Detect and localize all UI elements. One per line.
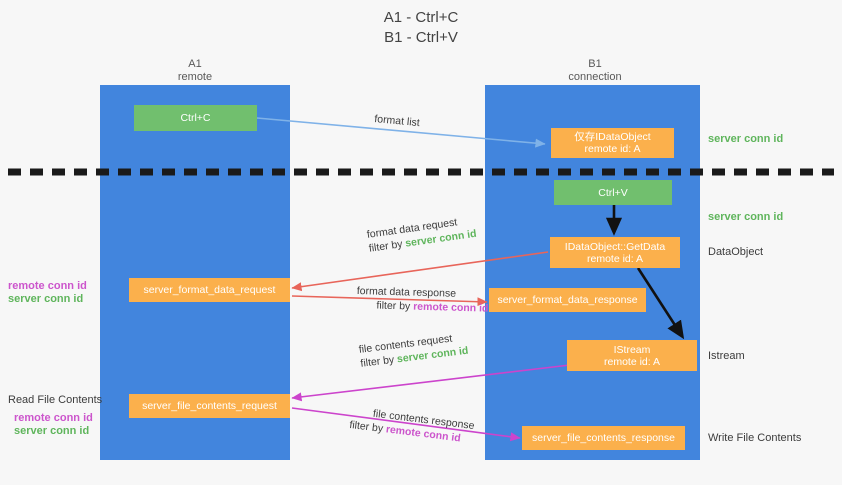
box-server-format-data-response[interactable]: server_format_data_response xyxy=(489,288,646,312)
edge-label-file-contents-response: file contents response filter by remote … xyxy=(349,404,476,447)
box-idataobject-sublabel: remote id: A xyxy=(584,143,641,155)
note-istream: Istream xyxy=(708,350,745,362)
edge-label-format-data-response-filter: filter by remote conn id xyxy=(376,299,489,315)
box-idataobject-getdata-label: IDataObject::GetData xyxy=(564,240,666,253)
left-note-remote-conn-id-2: remote conn id xyxy=(14,412,93,424)
box-server-file-contents-request-label: server_file_contents_request xyxy=(142,400,277,412)
box-idataobject-label: 仅存IDataObject xyxy=(574,131,651,143)
box-server-file-contents-response-label: server_file_contents_response xyxy=(531,432,675,444)
edge-label-format-data-response: format data response filter by remote co… xyxy=(356,284,489,316)
box-istream-sublabel: remote id: A xyxy=(603,355,661,368)
note-write-file-contents: Write File Contents xyxy=(708,432,802,444)
left-note-remote-conn-id-1: remote conn id xyxy=(8,280,87,292)
left-note-read-file-contents: Read File Contents xyxy=(8,394,103,406)
note-server-conn-id-1: server conn id xyxy=(708,133,784,145)
box-ctrl-v[interactable]: Ctrl+V xyxy=(554,180,672,205)
lane-a1-subtitle: remote xyxy=(177,71,213,83)
lane-a1-title: A1 xyxy=(188,58,202,70)
lane-b1-title: B1 xyxy=(588,58,602,70)
box-server-file-contents-request[interactable]: server_file_contents_request xyxy=(129,394,290,418)
edge-label-file-contents-request: file contents request filter by server c… xyxy=(358,330,469,371)
left-note-server-conn-id-1: server conn id xyxy=(8,293,84,305)
lane-header-b1: B1 connection xyxy=(540,58,650,84)
left-note-server-conn-id-2: server conn id xyxy=(14,425,90,437)
box-server-file-contents-response[interactable]: server_file_contents_response xyxy=(522,426,685,450)
title-line-2: B1 - Ctrl+V xyxy=(384,29,458,46)
title-line-1: A1 - Ctrl+C xyxy=(383,9,459,26)
box-idataobject-getdata[interactable]: IDataObject::GetData remote id: A xyxy=(550,237,680,268)
box-ctrl-c-label: Ctrl+C xyxy=(180,112,211,124)
box-istream-label: IStream xyxy=(613,343,651,356)
edge-label-format-list: format list xyxy=(374,112,421,130)
note-server-conn-id-2: server conn id xyxy=(708,211,784,223)
box-ctrl-v-label: Ctrl+V xyxy=(598,186,628,199)
box-server-format-data-response-label: server_format_data_response xyxy=(497,294,638,306)
note-dataobject: DataObject xyxy=(708,246,764,258)
box-server-format-data-request[interactable]: server_format_data_request xyxy=(129,278,290,302)
lane-b1-subtitle: connection xyxy=(568,71,622,83)
box-idataobject-getdata-sublabel: remote id: A xyxy=(586,252,644,265)
box-istream[interactable]: IStream remote id: A xyxy=(567,340,697,371)
box-server-format-data-request-label: server_format_data_request xyxy=(143,284,276,296)
box-idataobject[interactable]: 仅存IDataObject remote id: A xyxy=(551,128,674,158)
edge-label-format-data-request: format data request filter by server con… xyxy=(366,213,477,256)
lane-header-a1: A1 remote xyxy=(140,58,250,84)
edge-label-format-list-text: format list xyxy=(373,112,421,130)
diagram-title: A1 - Ctrl+C B1 - Ctrl+V xyxy=(0,8,842,48)
box-ctrl-c[interactable]: Ctrl+C xyxy=(134,105,257,131)
